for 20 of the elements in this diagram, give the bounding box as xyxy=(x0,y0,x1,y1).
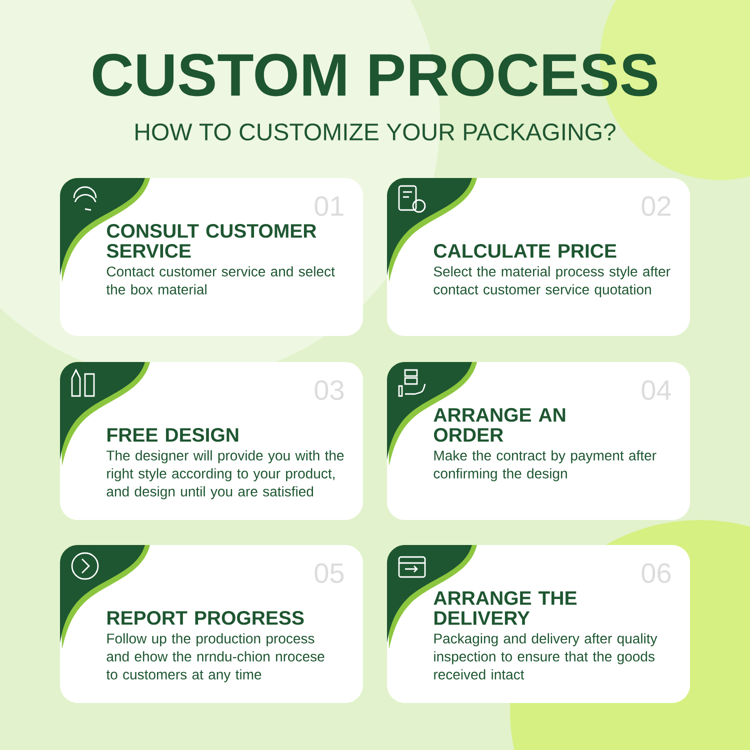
process-card xyxy=(387,178,690,336)
step-heading: CALCULATE PRICE xyxy=(434,244,616,258)
title: CUSTOM PROCESS xyxy=(92,54,658,96)
step-description: The designer will provide you with the right style according to your product, and design until you are satisfied xyxy=(106,450,344,500)
step-heading: ARRANGE AN ORDER xyxy=(434,408,566,442)
step-heading: ARRANGE THE DELIVERY xyxy=(434,591,576,625)
step-description: Packaging and delivery after quality inspection to ensure that the goods received intact xyxy=(434,633,658,680)
step-heading: CONSULT CUSTOMER SERVICE xyxy=(106,224,316,258)
step-description: Make the contract by payment after confirming the design xyxy=(434,450,656,482)
process-card xyxy=(60,545,363,703)
process-card xyxy=(387,545,690,703)
step-heading: REPORT PROGRESS xyxy=(108,611,304,625)
step-description: Select the material process style after contact customer service quotation xyxy=(434,266,670,298)
process-card xyxy=(387,362,690,520)
step-description: Contact customer service and select the box material xyxy=(106,266,335,294)
step-heading: FREE DESIGN xyxy=(108,428,238,442)
subtitle: HOW TO CUSTOMIZE YOUR PACKAGING? xyxy=(136,124,616,140)
step-description: Follow up the production process and ehow the nrndu-chion nrocese to customers at any time xyxy=(106,633,324,682)
process-card xyxy=(60,362,363,520)
process-card xyxy=(60,178,363,336)
